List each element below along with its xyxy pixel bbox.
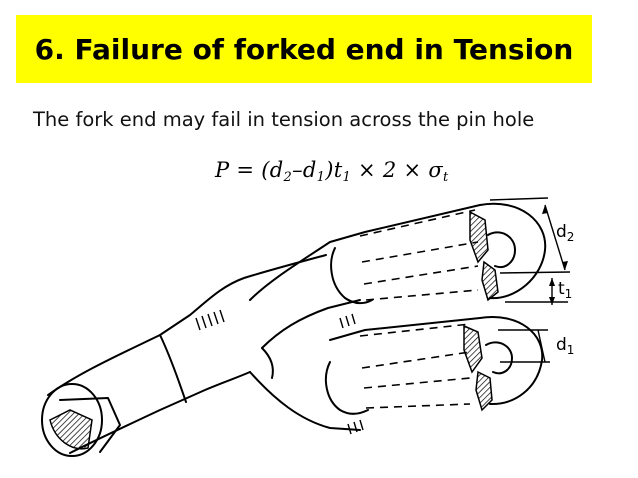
dash-line	[359, 323, 471, 337]
dash-line	[365, 289, 479, 301]
rod-shank	[47, 254, 327, 396]
dash-line	[361, 241, 479, 263]
upper-arm-top	[249, 204, 481, 301]
upper-arm-bottom	[261, 299, 361, 349]
lower-arm-bottom	[249, 371, 361, 431]
rod-end-hatch	[49, 409, 93, 450]
dash-line	[365, 403, 471, 409]
rod-shank-lower	[69, 371, 251, 454]
slide-subtitle: The fork end may fail in tension across …	[33, 108, 535, 131]
dash-line	[363, 265, 479, 285]
formula-part: × 2 × σ	[351, 158, 444, 182]
label-d2: d2	[556, 222, 574, 244]
formula-part: P = (d	[215, 158, 284, 182]
rod-end-cut	[59, 397, 121, 453]
rod-end-section	[41, 383, 103, 457]
formula-sub: 1	[316, 170, 326, 185]
texture-ticks	[339, 313, 356, 329]
tension-formula: P = (d2–d1)t1 × 2 × σt	[215, 158, 449, 185]
lower-arm-top-edge	[329, 317, 481, 341]
upper-eye-hole	[487, 231, 516, 268]
dash-line	[359, 209, 476, 237]
dim-d2-ext-top	[489, 197, 549, 201]
formula-part: –d	[292, 158, 317, 182]
section-hatch-lower-top	[463, 324, 483, 374]
dash-line	[361, 351, 471, 369]
upper-arm-inner	[330, 247, 373, 305]
title-background	[16, 15, 592, 83]
dim-d1-line	[537, 329, 546, 363]
slide-title-bar: 6. Failure of forked end in Tension	[16, 15, 592, 83]
lower-eye-hole	[485, 341, 513, 375]
section-hatch-lower-bottom	[475, 370, 493, 412]
arrow-head	[562, 261, 568, 270]
lower-arm-top	[261, 347, 274, 379]
label-t1: t1	[558, 279, 572, 301]
dash-line	[363, 377, 471, 389]
formula-sub: t	[443, 170, 449, 185]
formula-sub: 2	[283, 170, 293, 185]
slide-title: 6. Failure of forked end in Tension	[34, 32, 574, 66]
arrow-head	[549, 278, 555, 286]
formula-part: )t	[325, 158, 343, 182]
lower-arm-inner	[324, 361, 369, 415]
section-hatch-upper-bottom	[481, 260, 499, 302]
rod-taper	[159, 334, 187, 403]
texture-ticks	[347, 419, 364, 435]
section-hatch-upper-top	[469, 210, 489, 264]
lower-eye-outer	[479, 316, 544, 406]
dim-d2-ext-bottom	[499, 271, 571, 274]
label-d1: d1	[556, 335, 574, 357]
texture-ticks	[195, 309, 225, 331]
arrow-head	[542, 205, 548, 214]
dim-d2-line	[544, 204, 566, 271]
arrow-head	[549, 297, 555, 305]
formula-sub: 1	[342, 170, 352, 185]
upper-eye-outer	[479, 202, 547, 300]
